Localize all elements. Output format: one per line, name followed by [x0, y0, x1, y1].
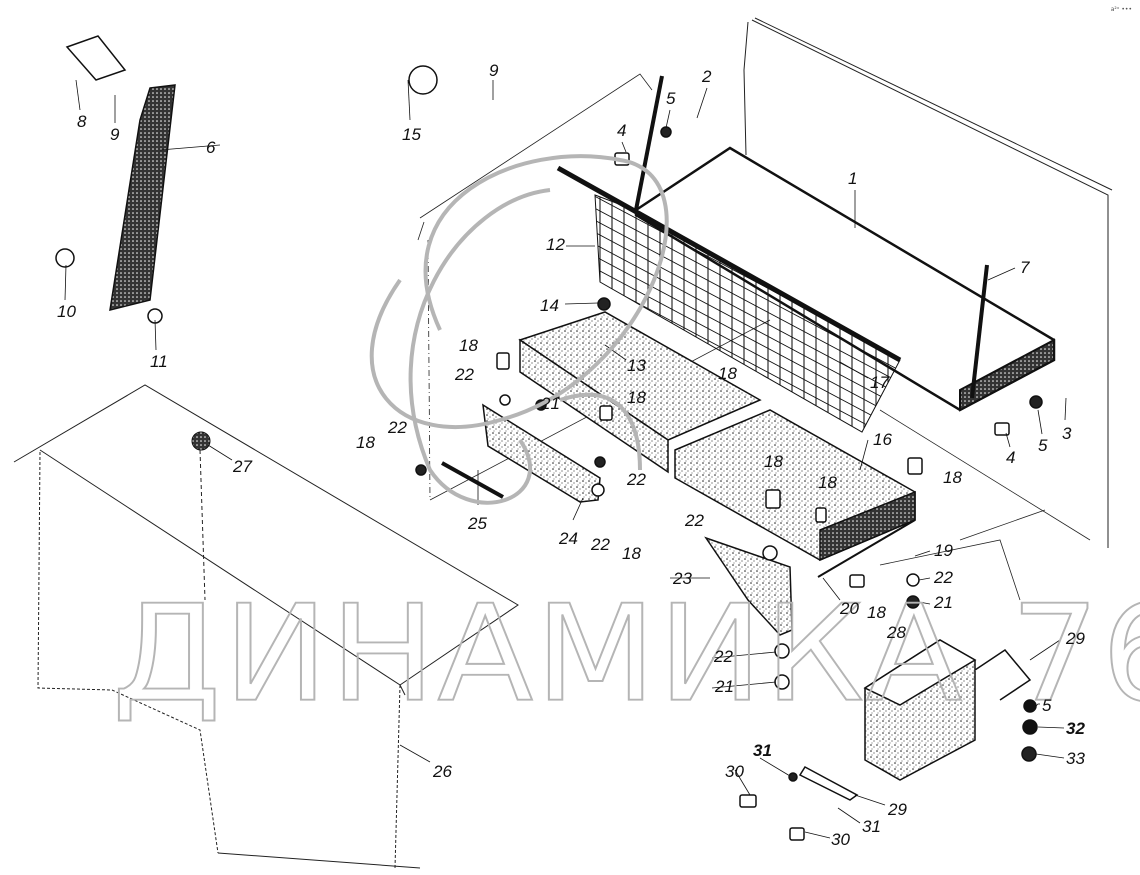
battery-box: [798, 639, 1038, 801]
part-callout-8: 8: [77, 112, 87, 131]
support-straps: [634, 75, 989, 399]
corner-mark: a²ˣ •••: [1110, 6, 1132, 13]
part-callout-18h: 18: [943, 468, 962, 487]
part-callout-22g: 22: [714, 647, 733, 666]
part-callout-22e: 22: [685, 511, 704, 530]
part-callout-18b: 18: [627, 388, 646, 407]
part-callout-1: 1: [848, 169, 858, 188]
part-callout-21b: 21: [934, 593, 953, 612]
ladder-bracket: [55, 35, 438, 324]
nuts-and-washers: [415, 126, 1043, 782]
safety-net: [556, 165, 902, 433]
part-callout-28: 28: [887, 623, 906, 642]
part-callout-5b: 5: [1038, 436, 1048, 455]
rods: [441, 461, 916, 578]
part-callout-20: 20: [840, 599, 859, 618]
part-callout-31a: 31: [753, 741, 772, 760]
part-callout-16: 16: [873, 430, 892, 449]
part-callout-27: 27: [233, 457, 252, 476]
part-callout-9b: 9: [489, 61, 499, 80]
part-callout-15: 15: [402, 125, 421, 144]
part-callout-22f: 22: [934, 568, 953, 587]
part-callout-26: 26: [433, 762, 452, 781]
part-callout-22c: 22: [627, 470, 646, 489]
part-callout-25: 25: [468, 514, 487, 533]
part-callout-30a: 30: [725, 762, 744, 781]
part-callout-22a: 22: [455, 365, 474, 384]
curtain-and-shelf: [13, 384, 519, 869]
part-callout-11: 11: [150, 352, 168, 371]
part-callout-18i: 18: [867, 603, 886, 622]
part-callout-3: 3: [1062, 424, 1072, 443]
part-callout-24: 24: [559, 529, 578, 548]
back-wall-panel: [743, 17, 1113, 548]
part-callout-17: 17: [870, 373, 889, 392]
leader-lines: [64, 79, 1067, 839]
part-callout-18d: 18: [356, 433, 375, 452]
part-callout-18g: 18: [818, 473, 837, 492]
part-callout-13: 13: [627, 356, 646, 375]
part-callout-4a: 4: [617, 121, 627, 140]
part-callout-21a: 21: [541, 394, 560, 413]
support-brackets: [482, 403, 793, 636]
part-callout-31b: 31: [862, 817, 881, 836]
part-callout-2: 2: [702, 67, 712, 86]
part-callout-14: 14: [540, 296, 559, 315]
part-callout-5a: 5: [666, 89, 676, 108]
part-callout-18f: 18: [764, 452, 783, 471]
part-callout-18c: 18: [718, 364, 737, 383]
part-callout-7: 7: [1020, 258, 1030, 277]
part-callout-22d: 22: [591, 535, 610, 554]
part-callout-18a: 18: [459, 336, 478, 355]
part-callout-6: 6: [206, 138, 216, 157]
part-callout-12: 12: [546, 235, 565, 254]
part-callout-21c: 21: [715, 677, 734, 696]
part-callout-33: 33: [1066, 749, 1085, 768]
part-callout-19: 19: [934, 541, 953, 560]
part-callout-29a: 29: [1066, 629, 1085, 648]
watermark-text: ДИНАМИКА 76: [111, 577, 1140, 732]
part-callout-30b: 30: [831, 830, 850, 849]
part-callout-9a: 9: [110, 125, 120, 144]
upper-bunk: [634, 146, 1056, 412]
part-callout-5c: 5: [1042, 696, 1052, 715]
part-callout-22b: 22: [388, 418, 407, 437]
part-callout-29b: 29: [888, 800, 907, 819]
part-callout-4b: 4: [1006, 448, 1016, 467]
part-callout-10: 10: [57, 302, 76, 321]
watermark-swirl: [369, 154, 669, 505]
part-callout-32: 32: [1066, 719, 1085, 738]
part-callout-18e: 18: [622, 544, 641, 563]
part-callout-23: 23: [673, 569, 692, 588]
